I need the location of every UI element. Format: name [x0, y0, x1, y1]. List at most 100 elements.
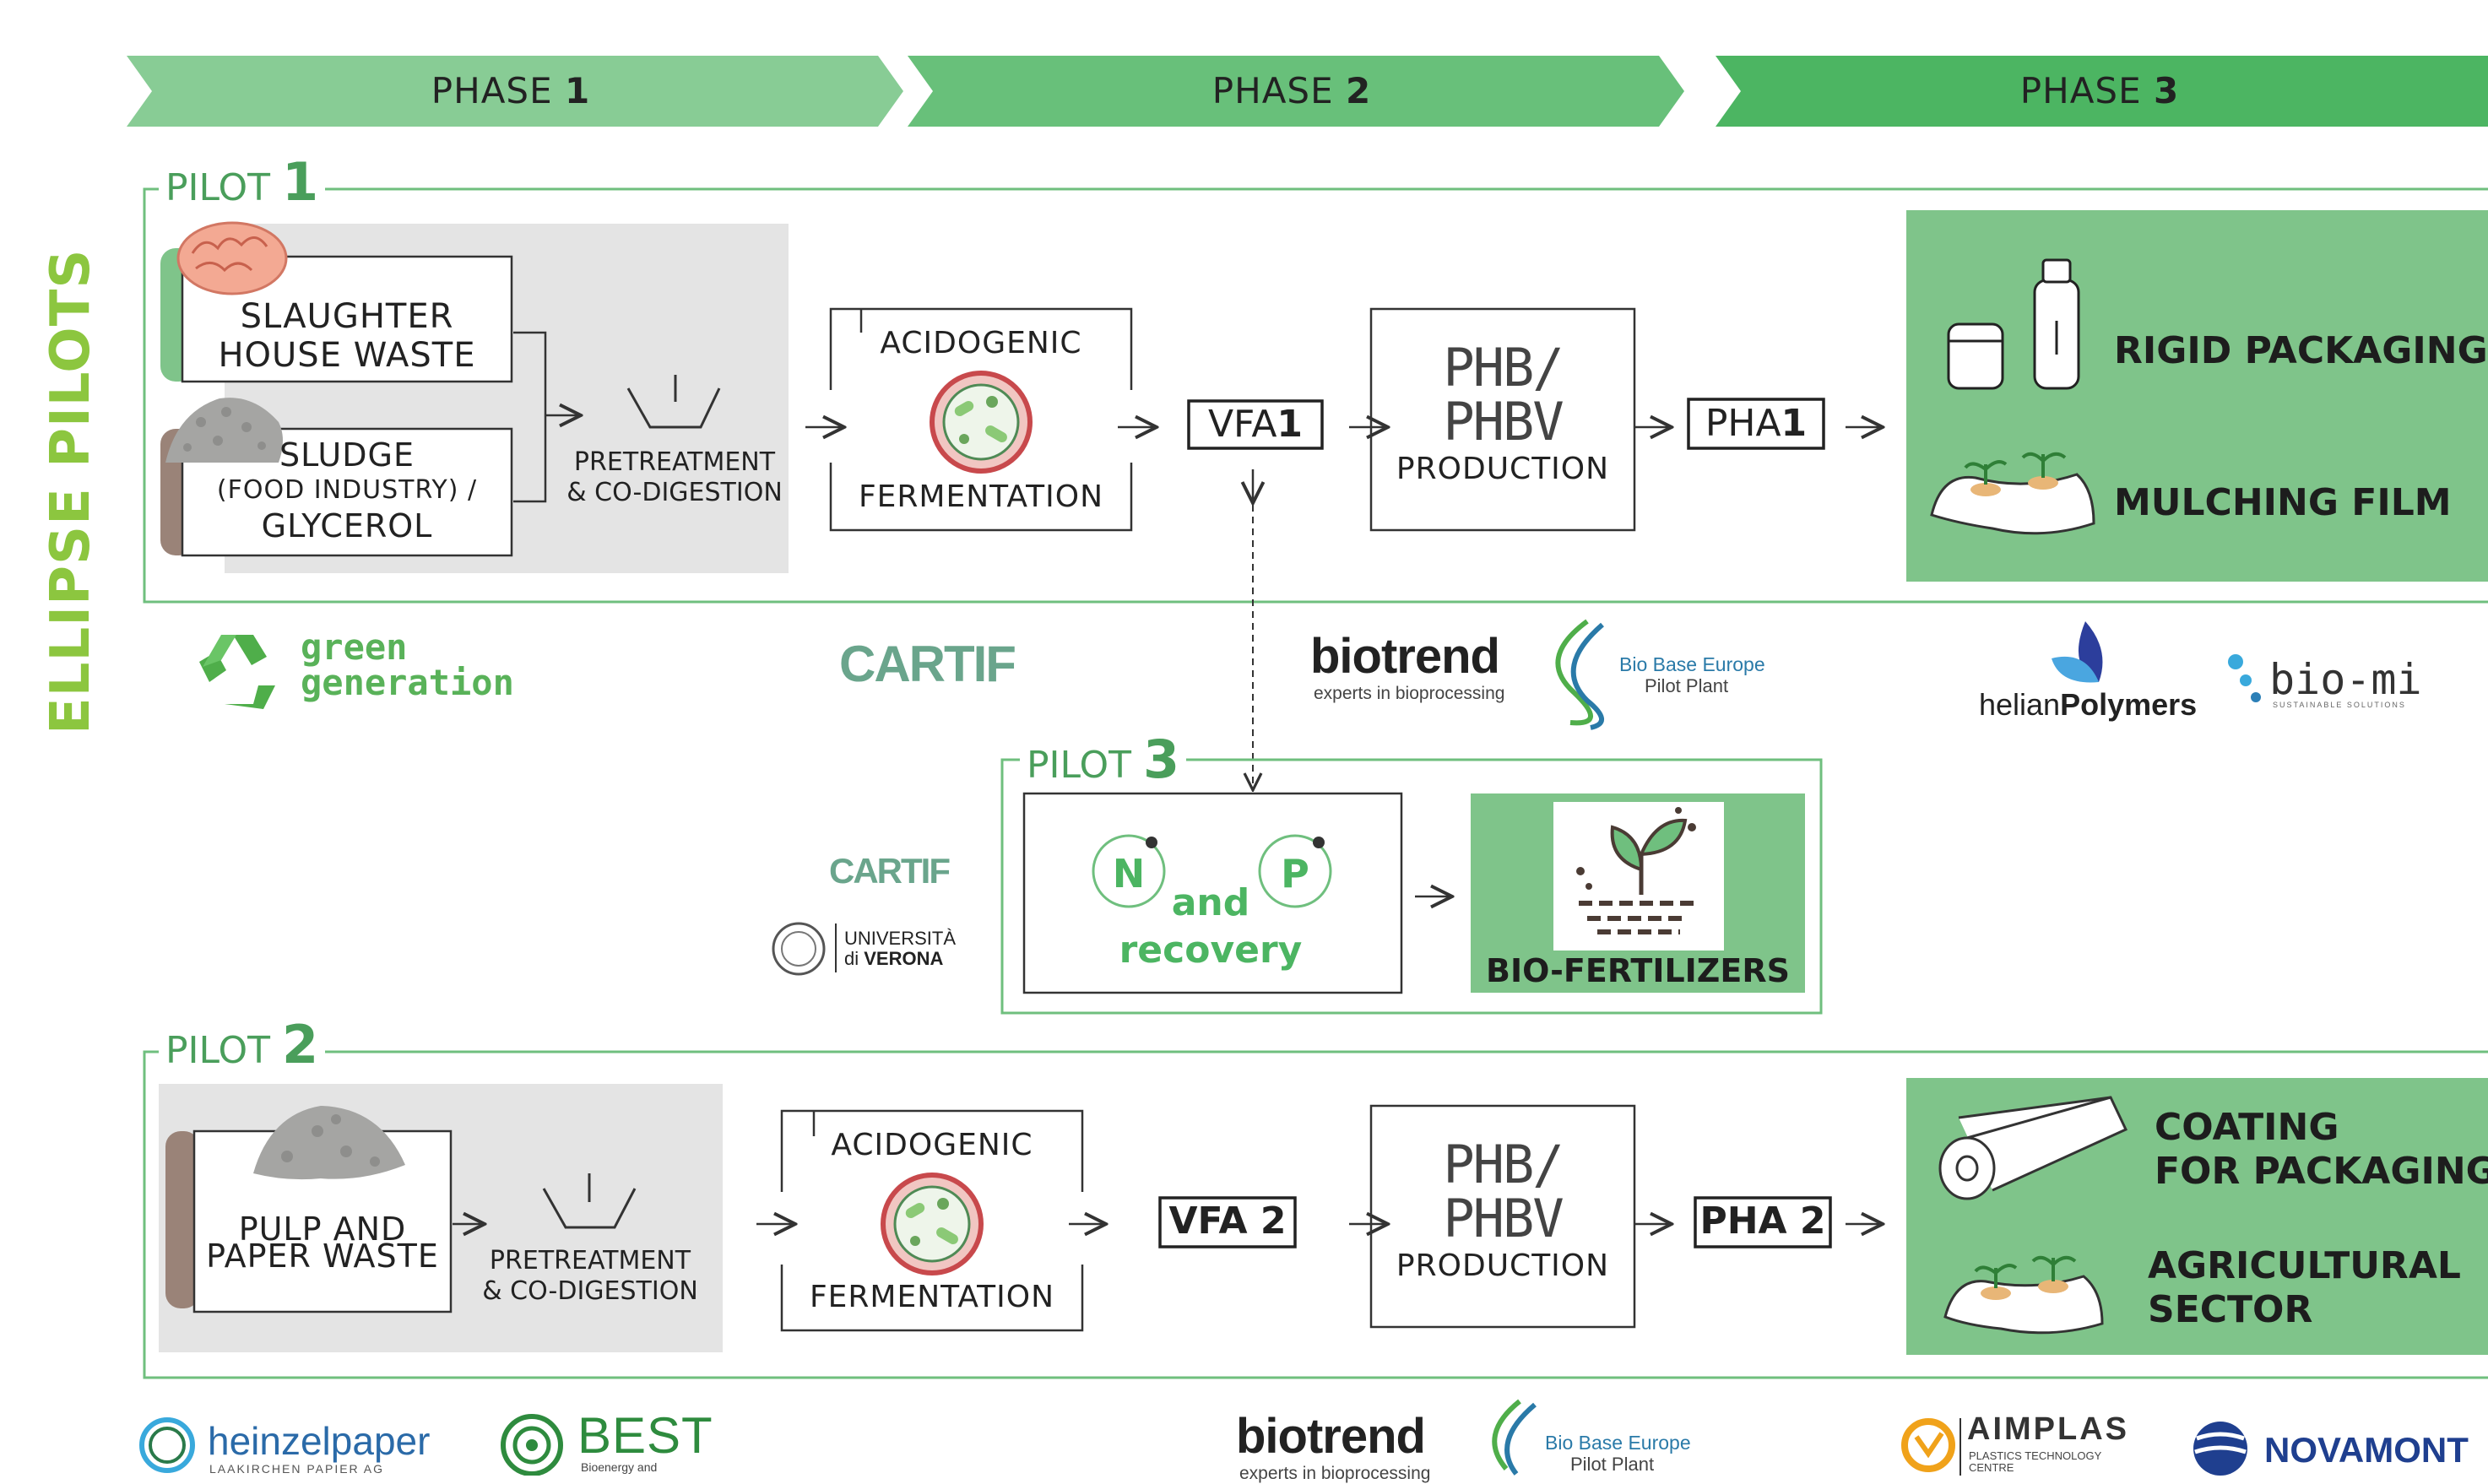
product-coating: COATING FOR PACKAGING	[2155, 1106, 2488, 1194]
agricultural-icon	[1943, 1255, 2104, 1335]
univr-verona: VERONA	[864, 948, 944, 969]
plant-sprout-icon	[1576, 807, 1697, 934]
phase-1-chevron	[127, 56, 903, 127]
feed-1-line-1: SLAUGHTER	[240, 297, 454, 336]
acidogenic-1-bottom: FERMENTATION	[858, 479, 1104, 514]
pilot-3-label: PILOT 3	[1020, 734, 1187, 791]
phase-2-label: PHASE 2	[933, 69, 1651, 113]
bbe-sub-2: Pilot Plant	[1570, 1454, 1655, 1475]
helian-polymers-logo: helianPolymers	[1979, 687, 2197, 723]
bio-mi-logo: bio-mi	[2269, 655, 2422, 704]
phb-1-line-1: PHB/	[1443, 337, 1564, 398]
n-circle	[1092, 834, 1166, 908]
phase-3-text: PHASE	[2019, 70, 2142, 111]
phase-2-chevron	[908, 56, 1684, 127]
biotrend-logo-2: biotrend	[1236, 1409, 1426, 1464]
aimplas-logo-icon	[1901, 1418, 1961, 1476]
acidogenic-1-top: ACIDOGENIC	[880, 326, 1082, 360]
n-label: N	[1112, 851, 1146, 896]
pretreatment-1-line-1: PRETREATMENT	[573, 447, 776, 477]
acidogenic-box-2	[780, 1109, 1084, 1332]
pha-2-box	[1694, 1196, 1832, 1248]
green-generation-logo: green generation	[301, 630, 514, 701]
vfa-2-label: VFA 2	[1168, 1200, 1287, 1243]
novamont-logo-icon	[2193, 1422, 2247, 1476]
aimplas-tagline-1: PLASTICS TECHNOLOGY	[1969, 1449, 2102, 1462]
n-dot	[1146, 837, 1157, 848]
pilot-1-frame	[143, 187, 2488, 604]
mulching-film-icon	[1930, 452, 2095, 535]
vfa-1-box	[1187, 399, 1324, 450]
green-generation-line-1: green	[301, 626, 408, 668]
pilot-2-text: PILOT	[165, 1029, 270, 1072]
heinzelpaper-tagline: LAAKIRCHEN PAPIER AG	[209, 1462, 385, 1476]
phb-1-line-2: PHBV	[1443, 391, 1564, 452]
phase-2-text: PHASE	[1211, 70, 1334, 111]
feed-1-label: SLAUGHTER HOUSE WASTE	[182, 297, 512, 375]
phb-box-2	[1369, 1104, 1636, 1329]
ellipse-pilots-title: ELLIPSE PILOTS	[40, 248, 102, 734]
helian-polymers-leaf-icon	[2052, 621, 2103, 683]
best-tagline: Bioenergy and	[581, 1460, 658, 1474]
univr-di: di	[844, 948, 865, 969]
biotrend-tagline-1: experts in bioprocessing	[1314, 684, 1505, 703]
heinzelpaper-logo: heinzelpaper	[208, 1419, 431, 1463]
p-label: P	[1281, 851, 1309, 896]
bio-base-europe-dna-icon	[1555, 619, 1604, 730]
product-agricultural-line-2: SECTOR	[2148, 1288, 2313, 1331]
rigid-packaging-icon	[1947, 258, 2080, 390]
slaughterhouse-waste-icon	[176, 221, 288, 295]
pilot-2-frame	[143, 1050, 2488, 1379]
p-circle	[1258, 834, 1332, 908]
best-logo-icon	[501, 1414, 563, 1476]
and-label: and	[1171, 881, 1250, 924]
heinzel-logo-icon	[139, 1417, 195, 1473]
feed-2-label: SLUDGE (FOOD INDUSTRY) / GLYCEROL	[182, 437, 512, 544]
pilot-2-number: 2	[281, 1014, 319, 1075]
univr-line-1: UNIVERSITÀ	[844, 928, 957, 949]
recycle-logo-icon	[199, 635, 275, 709]
bbe-logo-2: Bio Base Europe	[1545, 1432, 1691, 1454]
feed-1-line-2: HOUSE WASTE	[218, 336, 476, 375]
cartif-logo-1: CARTIF	[839, 636, 1016, 692]
p-dot	[1313, 837, 1325, 848]
bio-fertilizers-icon-bg	[1553, 802, 1724, 951]
biotrend-logo-1: biotrend	[1310, 629, 1500, 684]
feed-2-line-3: GLYCEROL	[261, 507, 433, 544]
green-generation-line-2: generation	[301, 662, 514, 703]
pretreatment-funnel-icon-2	[542, 1173, 637, 1229]
univr-logo: UNIVERSITÀ di VERONA	[844, 929, 956, 969]
bio-mi-dots-icon	[2228, 654, 2261, 702]
helian-light: helian	[1979, 687, 2061, 722]
feed-pulp-label: PULP AND PAPER WASTE	[194, 1213, 451, 1275]
helian-bold: Polymers	[2060, 687, 2198, 722]
phase-1-label: PHASE 1	[152, 69, 870, 113]
vfa-1-number: 1	[1277, 403, 1304, 446]
sludge-icon	[165, 398, 283, 463]
product-bio-fertilizers: BIO-FERTILIZERS	[1486, 952, 1790, 989]
aimplas-tagline: PLASTICS TECHNOLOGY CENTRE	[1969, 1450, 2101, 1474]
pha-2-label: PHA 2	[1699, 1200, 1826, 1243]
feed-2-line-2: (FOOD INDUSTRY) /	[216, 475, 478, 505]
phase-2-number: 2	[1345, 70, 1372, 111]
pha-1-number: 1	[1781, 402, 1808, 445]
bbe-logo-1: Bio Base Europe	[1619, 653, 1765, 675]
pretreatment-funnel-icon	[626, 375, 721, 429]
product-coating-line-2: FOR PACKAGING	[2155, 1150, 2488, 1193]
feed-pulp-line-2: PAPER WASTE	[206, 1238, 439, 1275]
cartif-logo-2: CARTIF	[829, 851, 951, 891]
biotrend-tagline-2: experts in bioprocessing	[1239, 1464, 1431, 1483]
pha-1-text: PHA	[1705, 402, 1781, 445]
pilot-3-frame	[1000, 758, 1823, 1015]
pretreatment-2-label: PRETREATMENT & CO-DIGESTION	[476, 1246, 704, 1307]
phb-2-line-3: PRODUCTION	[1396, 1248, 1610, 1283]
phb-box-1	[1369, 307, 1636, 532]
pha-1-box	[1687, 398, 1825, 450]
phb-1-label: PHB/ PHBV PRODUCTION	[1371, 341, 1634, 490]
phb-1-line-3: PRODUCTION	[1396, 452, 1610, 486]
pilot-3-recovery-box	[1022, 792, 1403, 994]
pretreatment-1-line-2: & CO-DIGESTION	[566, 478, 783, 507]
product-agricultural: AGRICULTURAL SECTOR	[2148, 1244, 2461, 1332]
product-agricultural-line-1: AGRICULTURAL	[2148, 1244, 2461, 1287]
